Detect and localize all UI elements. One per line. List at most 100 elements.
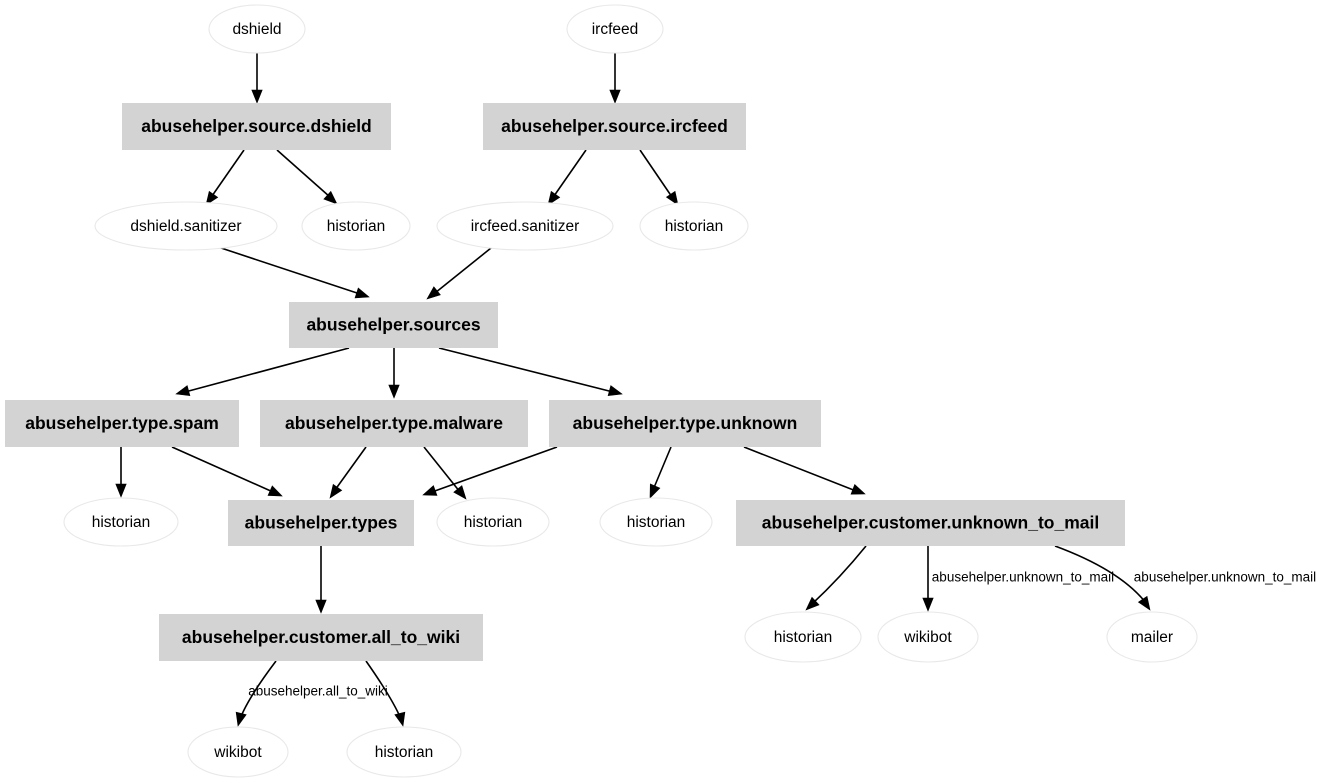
arrowhead-icon <box>235 711 247 727</box>
graph-node-type_unknown[interactable]: abusehelper.type.unknown <box>549 400 821 447</box>
arrowhead-icon <box>388 384 400 399</box>
node-label: abusehelper.type.malware <box>285 413 503 433</box>
arrowhead-icon <box>205 190 219 206</box>
graph-node-wikibot_wiki[interactable]: wikibot <box>187 726 289 778</box>
node-ellipse-shape[interactable] <box>599 497 713 547</box>
graph-node-hist_dshield[interactable]: historian <box>301 201 411 251</box>
node-box-shape[interactable] <box>289 302 498 348</box>
edge-line <box>171 446 274 493</box>
graph-node-cust_unknown_mail[interactable]: abusehelper.customer.unknown_to_mail <box>736 500 1125 546</box>
node-label: dshield.sanitizer <box>130 218 241 235</box>
edge-line <box>1054 545 1147 604</box>
graph-edge <box>639 149 679 206</box>
graph-edge <box>547 149 587 206</box>
node-ellipse-shape[interactable] <box>187 726 289 778</box>
edge-line <box>423 446 461 493</box>
graph-node-src_dshield[interactable]: abusehelper.source.dshield <box>122 103 391 150</box>
arrowhead-icon <box>426 286 441 300</box>
node-box-shape[interactable] <box>260 400 528 447</box>
graph-edge <box>205 149 245 206</box>
node-ellipse-shape[interactable] <box>639 201 749 251</box>
graph-node-hist_wiki[interactable]: historian <box>346 726 462 778</box>
graph-edge <box>609 53 621 104</box>
node-label: wikibot <box>903 629 952 646</box>
graph-edge <box>235 660 277 727</box>
node-ellipse-shape[interactable] <box>744 611 862 663</box>
node-label: historian <box>92 514 151 531</box>
node-box-shape[interactable] <box>159 614 483 661</box>
arrowhead-icon <box>607 385 623 397</box>
graph-node-hist_unknown[interactable]: historian <box>599 497 713 547</box>
node-ellipse-shape[interactable] <box>63 497 179 547</box>
node-ellipse-shape[interactable] <box>208 4 306 54</box>
node-ellipse-shape[interactable] <box>436 497 550 547</box>
graph-node-type_spam[interactable]: abusehelper.type.spam <box>5 400 239 447</box>
graph-node-wikibot_mail[interactable]: wikibot <box>877 611 979 663</box>
graph-edge <box>388 348 400 399</box>
graph-node-hist_spam[interactable]: historian <box>63 497 179 547</box>
graph-node-hist_mail[interactable]: historian <box>744 611 862 663</box>
arrowhead-icon <box>422 485 438 496</box>
graph-edge <box>1054 545 1151 611</box>
node-box-shape[interactable] <box>549 400 821 447</box>
edge-label: abusehelper.all_to_wiki <box>248 684 388 699</box>
graph-node-mailer[interactable]: mailer <box>1106 611 1198 663</box>
graph-node-dshield[interactable]: dshield <box>208 4 306 54</box>
graph-node-cust_all_wiki[interactable]: abusehelper.customer.all_to_wiki <box>159 614 483 661</box>
edges-layer <box>115 53 1151 727</box>
graph-edge <box>743 446 866 495</box>
node-ellipse-shape[interactable] <box>94 201 278 251</box>
node-label: ircfeed.sanitizer <box>471 218 580 235</box>
edge-line <box>211 149 245 197</box>
arrowhead-icon <box>323 190 338 205</box>
edge-label: abusehelper.unknown_to_mail <box>1134 570 1316 585</box>
graph-edge <box>251 53 263 104</box>
arrowhead-icon <box>394 711 406 727</box>
graph-node-hist_types[interactable]: historian <box>436 497 550 547</box>
node-ellipse-shape[interactable] <box>566 4 664 54</box>
edge-line <box>553 149 587 197</box>
edge-line <box>811 545 867 605</box>
edge-line <box>431 446 558 493</box>
arrowhead-icon <box>649 483 661 499</box>
graph-edge <box>422 446 558 496</box>
graph-node-types[interactable]: abusehelper.types <box>228 500 414 546</box>
graph-edge <box>175 347 350 397</box>
graph-node-hist_ircfeed[interactable]: historian <box>639 201 749 251</box>
graph-node-dshield_sanitizer[interactable]: dshield.sanitizer <box>94 201 278 251</box>
edge-line <box>184 347 350 393</box>
graph-node-src_ircfeed[interactable]: abusehelper.source.ircfeed <box>483 103 746 150</box>
node-box-shape[interactable] <box>483 103 746 150</box>
graph-node-type_malware[interactable]: abusehelper.type.malware <box>260 400 528 447</box>
graph-edge <box>276 149 338 205</box>
node-box-shape[interactable] <box>5 400 239 447</box>
edge-line <box>334 446 367 491</box>
node-ellipse-shape[interactable] <box>346 726 462 778</box>
node-label: historian <box>464 514 523 531</box>
graph-node-sources[interactable]: abusehelper.sources <box>289 302 498 348</box>
node-ellipse-shape[interactable] <box>1106 611 1198 663</box>
edge-line <box>438 347 614 393</box>
graph-edge <box>438 347 623 397</box>
node-box-shape[interactable] <box>736 500 1125 546</box>
arrowhead-icon <box>354 287 370 299</box>
node-label: abusehelper.type.spam <box>25 413 219 433</box>
node-ellipse-shape[interactable] <box>301 201 411 251</box>
node-label: historian <box>327 218 386 235</box>
edge-line <box>276 149 331 198</box>
node-ellipse-shape[interactable] <box>436 201 614 251</box>
graph-edge <box>211 244 370 299</box>
arrowhead-icon <box>922 597 934 612</box>
node-label: abusehelper.customer.all_to_wiki <box>182 627 460 647</box>
graph-edge <box>171 446 283 497</box>
graph-node-ircfeed_sanitizer[interactable]: ircfeed.sanitizer <box>436 201 614 251</box>
node-ellipse-shape[interactable] <box>877 611 979 663</box>
node-box-shape[interactable] <box>122 103 391 150</box>
node-box-shape[interactable] <box>228 500 414 546</box>
edge-line <box>652 446 672 491</box>
graph-node-ircfeed[interactable]: ircfeed <box>566 4 664 54</box>
arrowhead-icon <box>547 190 561 206</box>
graph-edge <box>115 447 127 498</box>
